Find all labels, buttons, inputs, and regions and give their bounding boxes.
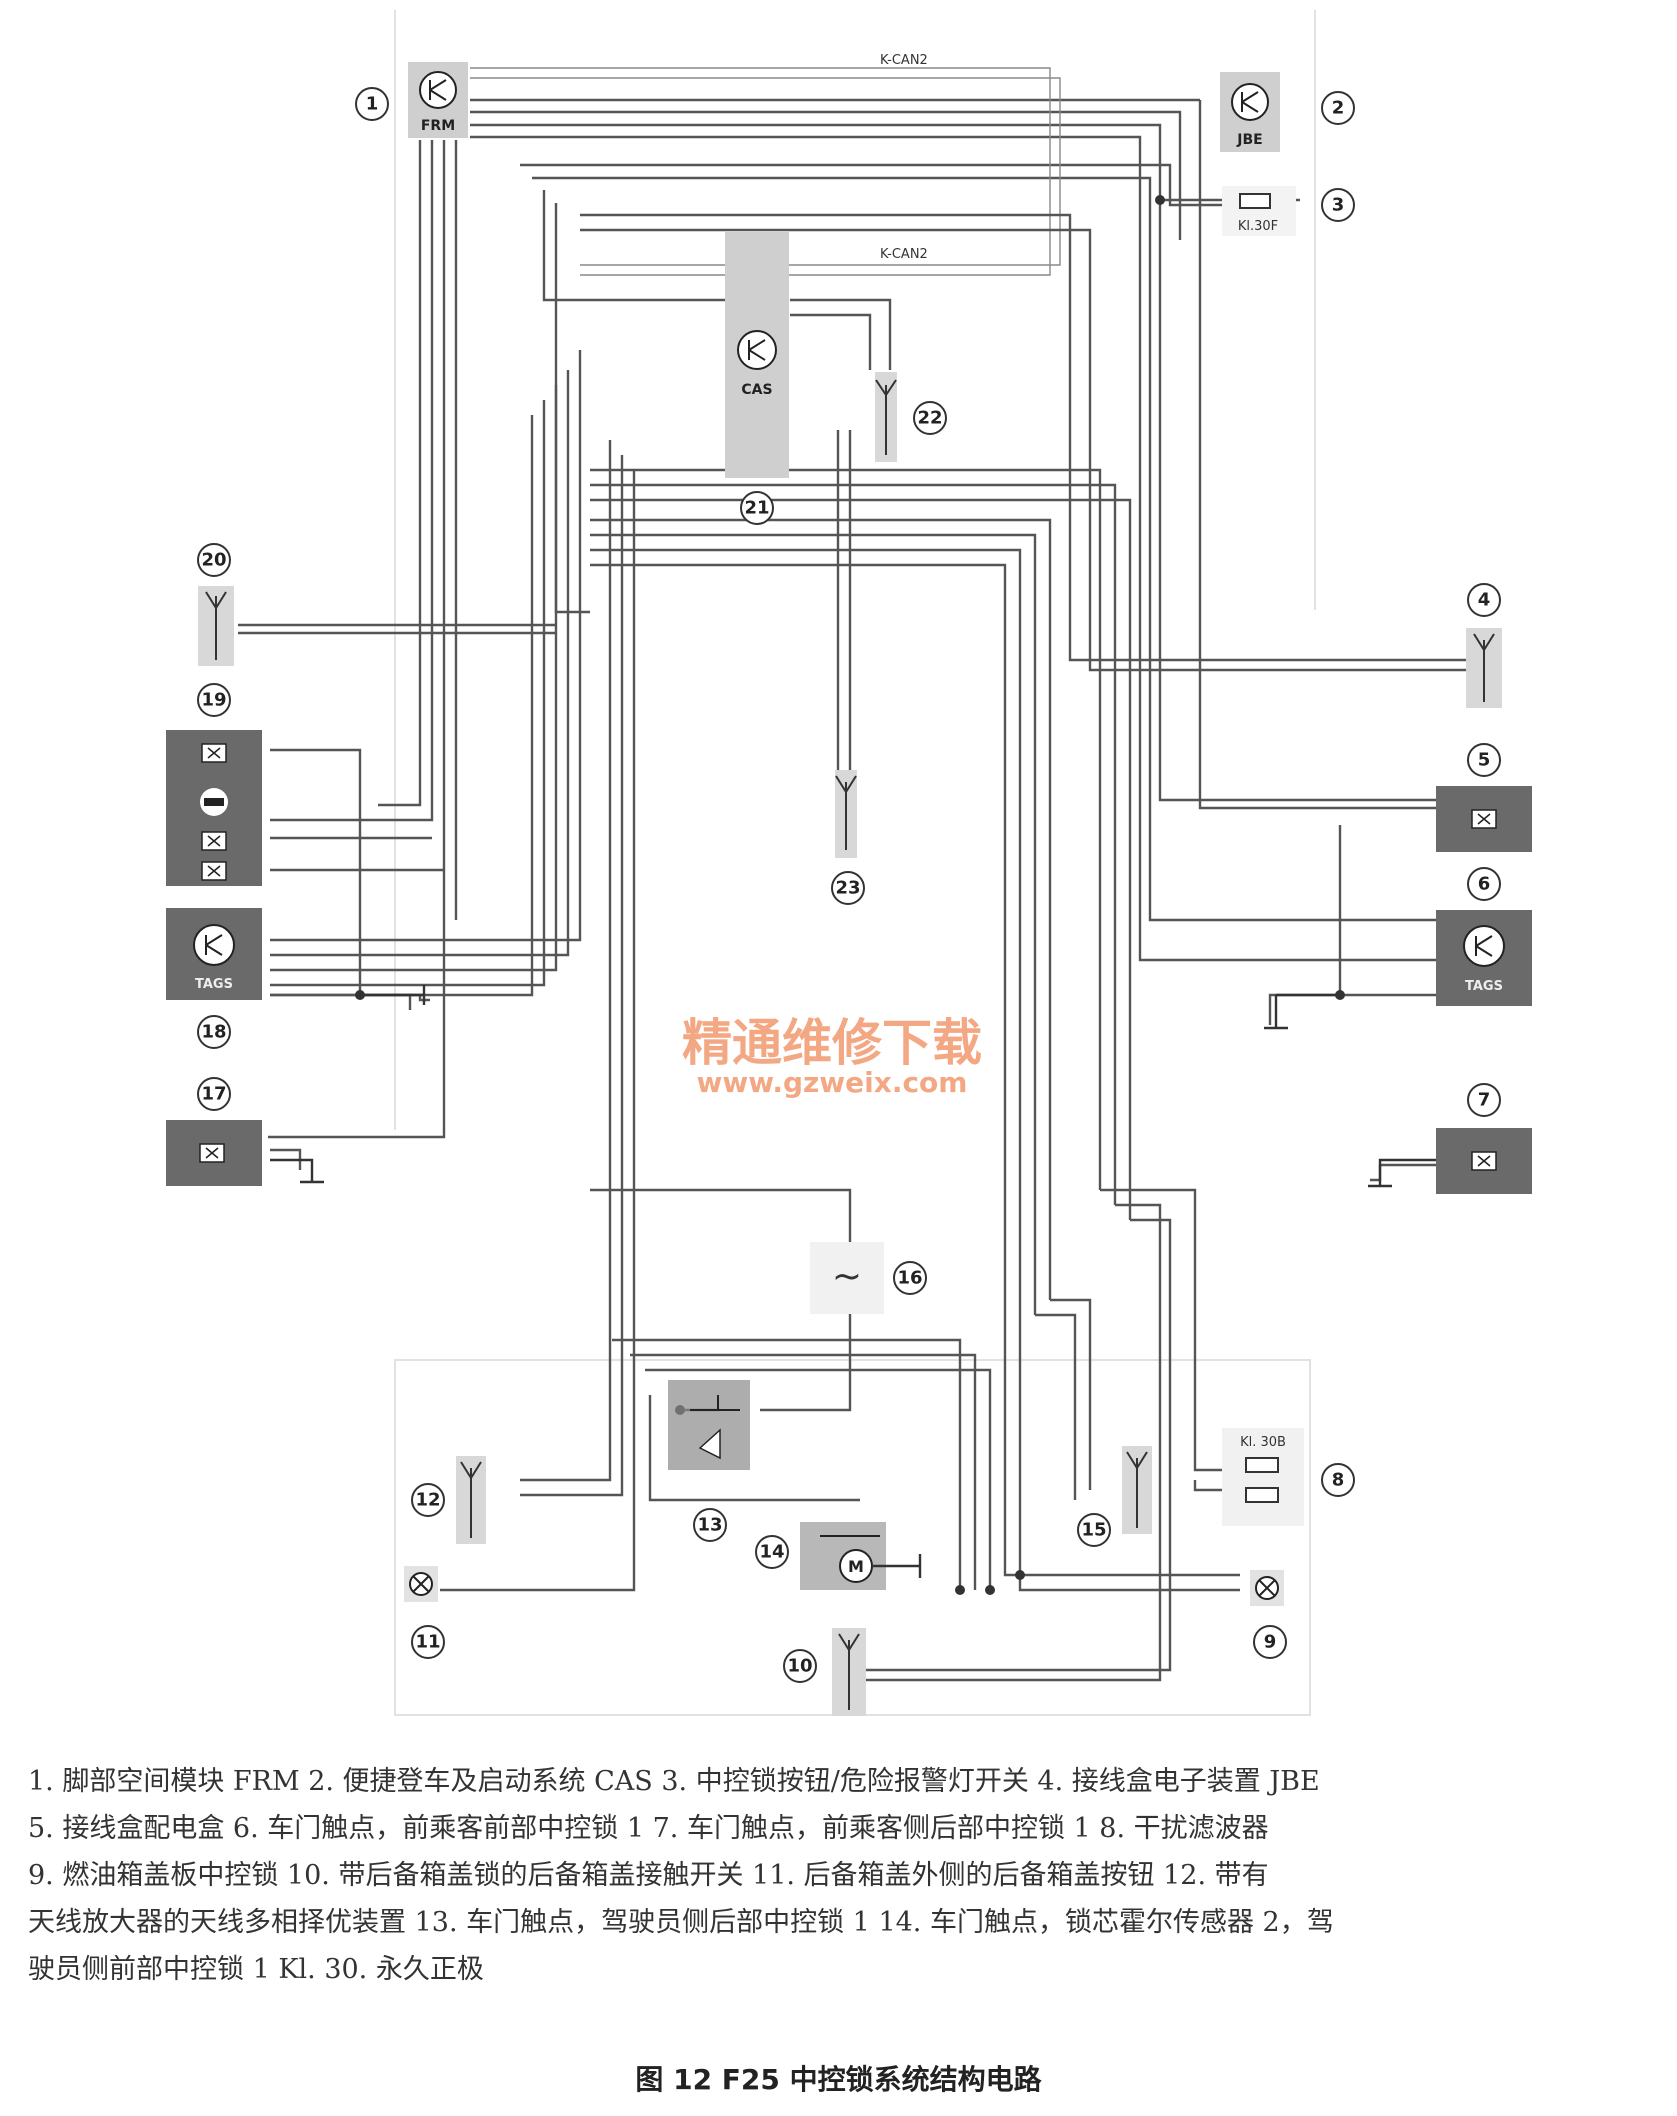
- switch-5: 5: [1436, 743, 1532, 852]
- callout-19: 19: [201, 690, 226, 711]
- callout-2: 2: [1332, 98, 1345, 119]
- wires: [238, 67, 1490, 1682]
- cas-module: CAS 21: [725, 232, 789, 525]
- antenna-15: 15: [1077, 1446, 1152, 1547]
- motor-14: 14 M: [755, 1522, 922, 1590]
- callout-3: 3: [1332, 195, 1345, 216]
- callout-14: 14: [759, 1542, 784, 1563]
- legend-line-4: 天线放大器的天线多相择优装置 13. 车门触点，驾驶员侧后部中控锁 1 14. …: [28, 1907, 1334, 1938]
- callout-15: 15: [1081, 1520, 1106, 1541]
- callout-12: 12: [415, 1490, 440, 1511]
- tags-left-label: TAGS: [195, 977, 233, 992]
- jbe-module: JBE 2: [1220, 72, 1355, 152]
- callout-17: 17: [201, 1084, 226, 1105]
- watermark-line2: www.gzweix.com: [697, 1066, 968, 1099]
- callout-11: 11: [415, 1632, 440, 1653]
- tags-right-label: TAGS: [1465, 979, 1503, 994]
- frm-label: FRM: [421, 118, 455, 134]
- antenna-12: 12: [411, 1456, 486, 1544]
- switch-17: 17: [166, 1077, 324, 1186]
- callout-10: 10: [787, 1656, 812, 1677]
- callout-21: 21: [744, 498, 769, 519]
- callout-21-circle: [740, 491, 774, 525]
- bus-label-top: K-CAN2: [880, 53, 928, 68]
- callout-5: 5: [1478, 750, 1491, 771]
- legend-line-2: 5. 接线盒配电盒 6. 车门触点，前乘客前部中控锁 1 7. 车门触点，前乘客…: [28, 1813, 1269, 1844]
- wiring-diagram: FRM 1 JBE 2 Kl.30F 3 K-CAN2 K-CAN2 CAS 2…: [166, 10, 1532, 1716]
- legend-line-5: 驶员侧前部中控锁 1 Kl. 30. 永久正极: [28, 1954, 484, 1985]
- callout-1-circle: [355, 87, 389, 121]
- callout-13: 13: [697, 1515, 722, 1536]
- antenna-23: 23: [831, 770, 865, 905]
- switch-block-19: 19: [166, 683, 262, 886]
- callout-18: 18: [201, 1022, 226, 1043]
- watermark-line1: 精通维修下载: [682, 1014, 982, 1072]
- callout-7: 7: [1478, 1090, 1491, 1111]
- legend-line-1: 1. 脚部空间模块 FRM 2. 便捷登车及启动系统 CAS 3. 中控锁按钮/…: [28, 1766, 1320, 1797]
- callout-1: 1: [366, 94, 379, 115]
- legend-line-3: 9. 燃油箱盖板中控锁 10. 带后备箱盖锁的后备箱盖接触开关 11. 后备箱盖…: [28, 1860, 1269, 1891]
- lamp-9: 9: [1250, 1570, 1287, 1659]
- frm-module: FRM 1: [355, 62, 468, 138]
- filter-16: ~ 16: [810, 1242, 927, 1314]
- callout-6: 6: [1478, 874, 1491, 895]
- bus-label-mid: K-CAN2: [880, 247, 928, 262]
- lamp-11: 11: [404, 1566, 445, 1659]
- tags-left-module: TAGS 18: [166, 908, 426, 1049]
- antenna-4: 4: [1466, 583, 1502, 708]
- antenna-22: 22: [875, 372, 947, 462]
- callout-8: 8: [1332, 1470, 1345, 1491]
- watermark: 精通维修下载 www.gzweix.com: [682, 1014, 982, 1099]
- kl30f-label: Kl.30F: [1238, 219, 1278, 234]
- callout-9: 9: [1264, 1632, 1277, 1653]
- kl30b-label: Kl. 30B: [1240, 1435, 1286, 1450]
- callout-4: 4: [1478, 590, 1491, 611]
- antenna-10: 10: [783, 1628, 866, 1716]
- figure-title: 图 12 F25 中控锁系统结构电路: [635, 2063, 1042, 2096]
- filter-symbol: ~: [832, 1256, 862, 1297]
- motor-symbol: M: [848, 1557, 864, 1576]
- antenna-20: 20: [197, 543, 234, 666]
- switch-7: 7: [1368, 1083, 1532, 1194]
- callout-16: 16: [897, 1268, 922, 1289]
- legend-caption: 1. 脚部空间模块 FRM 2. 便捷登车及启动系统 CAS 3. 中控锁按钮/…: [28, 1758, 1648, 1993]
- callout-2-circle: [1321, 91, 1355, 125]
- callout-23: 23: [835, 878, 860, 899]
- callout-20: 20: [201, 550, 226, 571]
- cas-label: CAS: [741, 382, 772, 398]
- kl30b-filter: Kl. 30B 8: [1222, 1428, 1355, 1526]
- kl30f-fuse: Kl.30F 3: [1222, 186, 1355, 236]
- door-contact-13: 13: [668, 1380, 750, 1542]
- callout-3-circle: [1321, 188, 1355, 222]
- jbe-label: JBE: [1236, 132, 1262, 148]
- tags-right-module: 6 TAGS: [1264, 867, 1532, 1030]
- callout-22: 22: [917, 408, 942, 429]
